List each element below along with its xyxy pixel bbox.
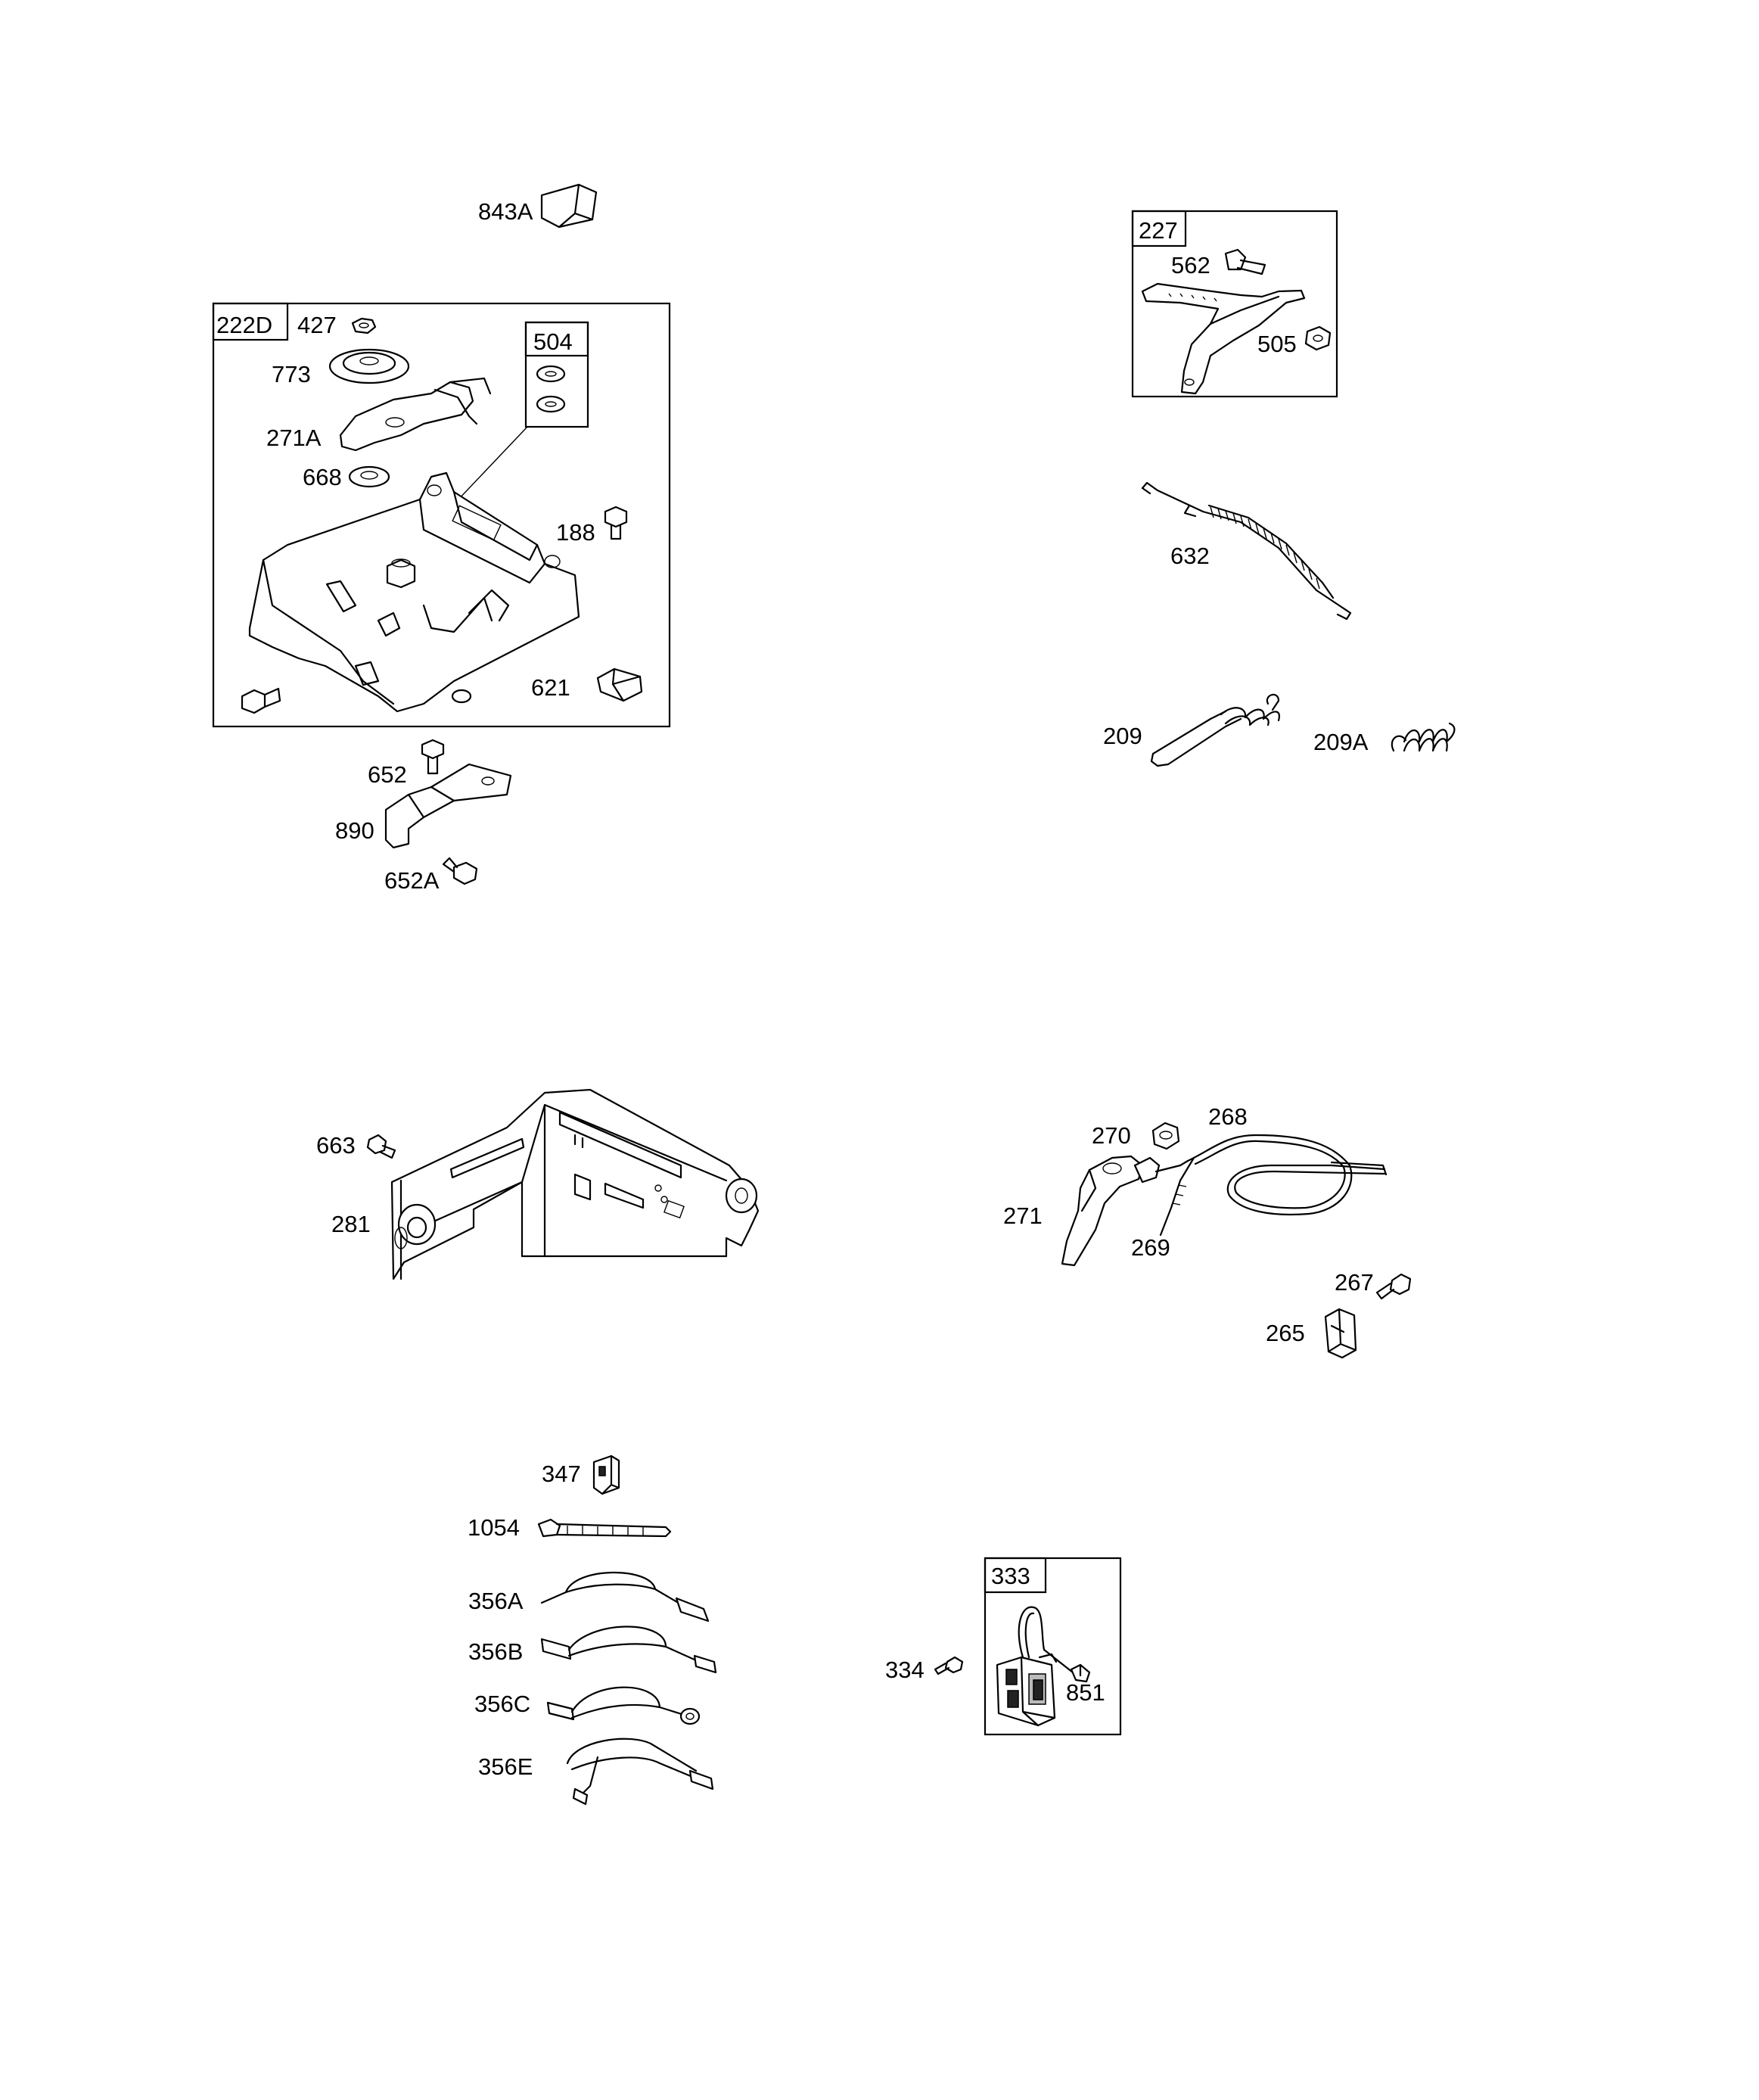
part-268-cable bbox=[1186, 1134, 1388, 1216]
part-265-clip bbox=[1324, 1308, 1357, 1359]
part-base-bolt bbox=[241, 687, 281, 714]
label-281: 281 bbox=[331, 1211, 371, 1237]
label-890: 890 bbox=[335, 817, 374, 844]
kit-box-333 bbox=[984, 1557, 1122, 1736]
label-356C: 356C bbox=[474, 1691, 530, 1717]
label-652A: 652A bbox=[384, 867, 440, 894]
part-209A-spring bbox=[1391, 722, 1456, 752]
label-269: 269 bbox=[1131, 1234, 1170, 1261]
label-621: 621 bbox=[531, 674, 570, 701]
part-652A-screw bbox=[442, 857, 478, 885]
part-271-throttle-lever bbox=[1061, 1155, 1189, 1267]
label-1054: 1054 bbox=[468, 1514, 520, 1541]
label-227: 227 bbox=[1139, 217, 1178, 244]
part-843A-clip bbox=[540, 183, 598, 229]
part-851-terminal bbox=[1070, 1663, 1091, 1683]
label-271A: 271A bbox=[266, 425, 322, 451]
label-851: 851 bbox=[1066, 1679, 1105, 1706]
label-271: 271 bbox=[1003, 1202, 1043, 1229]
label-334: 334 bbox=[885, 1657, 925, 1683]
part-333-ignition-module bbox=[996, 1606, 1074, 1727]
part-621-clip bbox=[596, 667, 643, 702]
part-356C-wire bbox=[546, 1686, 701, 1725]
label-270: 270 bbox=[1092, 1122, 1131, 1149]
part-356B-wire bbox=[540, 1626, 717, 1674]
part-271A-control-plate bbox=[339, 377, 492, 452]
part-1054-cable-tie bbox=[537, 1518, 672, 1538]
part-505-nut bbox=[1304, 325, 1332, 351]
part-504-washers bbox=[536, 365, 566, 413]
label-268: 268 bbox=[1208, 1103, 1248, 1130]
kit-box-227 bbox=[1131, 210, 1338, 398]
part-269-wire bbox=[1159, 1156, 1195, 1237]
kit-box-222D bbox=[212, 302, 671, 728]
part-base-plate bbox=[248, 471, 580, 713]
label-652: 652 bbox=[368, 761, 407, 788]
label-356A: 356A bbox=[468, 1588, 524, 1614]
part-347-switch bbox=[592, 1454, 620, 1495]
part-334-screw bbox=[934, 1656, 964, 1675]
label-427: 427 bbox=[297, 312, 337, 338]
part-652-screw bbox=[421, 739, 445, 775]
label-356E: 356E bbox=[478, 1753, 533, 1780]
part-632-spring-link bbox=[1141, 481, 1352, 621]
part-356E-wire bbox=[566, 1738, 714, 1806]
label-505: 505 bbox=[1257, 331, 1297, 357]
label-209A: 209A bbox=[1313, 729, 1369, 755]
kit-tag-333 bbox=[984, 1557, 1047, 1594]
part-281-control-bracket bbox=[390, 1088, 760, 1280]
part-188-bolt bbox=[604, 506, 628, 540]
label-267: 267 bbox=[1335, 1269, 1374, 1296]
label-356B: 356B bbox=[468, 1638, 523, 1665]
part-890-bracket bbox=[384, 763, 512, 849]
kit-tag-504 bbox=[524, 321, 589, 357]
label-265: 265 bbox=[1266, 1320, 1305, 1346]
part-663-screw bbox=[366, 1134, 396, 1159]
label-209: 209 bbox=[1103, 723, 1142, 749]
part-668-washer bbox=[348, 465, 390, 488]
label-562: 562 bbox=[1171, 252, 1210, 278]
label-663: 663 bbox=[316, 1132, 356, 1159]
part-267-screw bbox=[1375, 1273, 1412, 1300]
part-227-lever bbox=[1141, 282, 1306, 395]
label-333: 333 bbox=[991, 1563, 1030, 1589]
label-668: 668 bbox=[303, 464, 342, 490]
label-632: 632 bbox=[1170, 543, 1210, 569]
label-773: 773 bbox=[272, 361, 311, 387]
part-773-pulley bbox=[328, 348, 410, 384]
label-843A: 843A bbox=[478, 198, 533, 225]
part-209-spring bbox=[1150, 693, 1280, 767]
label-504: 504 bbox=[533, 328, 573, 355]
kit-tag-222D bbox=[212, 302, 289, 341]
kit-tag-227 bbox=[1131, 210, 1187, 247]
part-270-nut bbox=[1151, 1122, 1180, 1150]
label-222D: 222D bbox=[216, 312, 272, 338]
part-427-nut bbox=[351, 317, 377, 334]
part-562-bolt bbox=[1224, 248, 1266, 275]
label-347: 347 bbox=[542, 1461, 581, 1487]
label-188: 188 bbox=[556, 519, 595, 546]
part-356A-wire bbox=[540, 1571, 710, 1622]
